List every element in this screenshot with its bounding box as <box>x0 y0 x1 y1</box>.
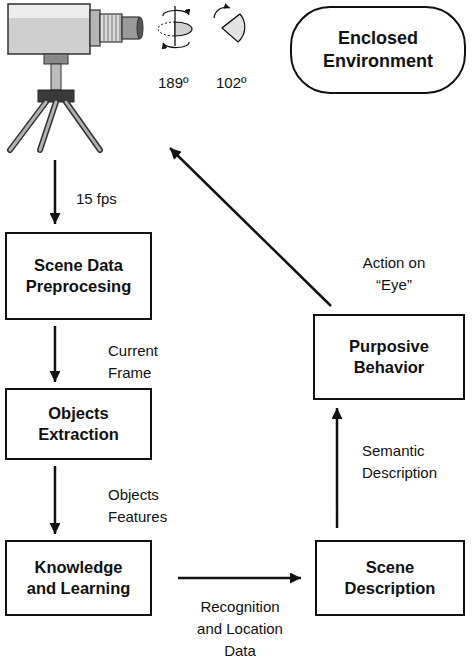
process-box: Objects Extraction <box>5 388 152 460</box>
node-text: Purposive Behavior <box>333 336 445 378</box>
camera-body <box>8 4 90 54</box>
node-text: Scene Description <box>335 557 445 599</box>
node-text: Objects Extraction <box>25 403 132 445</box>
tripod-legs <box>10 102 100 150</box>
tripod-head <box>44 54 68 64</box>
lens-mount <box>90 10 100 46</box>
tilt-sector <box>222 14 245 42</box>
annotation-label: Action on “Eye” <box>352 252 436 296</box>
process-box: Scene Description <box>315 540 465 616</box>
node-text: Knowledge and Learning <box>25 557 132 599</box>
environment-box: Enclosed Environment <box>290 6 466 94</box>
annotation-label: 102º <box>216 72 266 94</box>
connector-label: Objects Features <box>108 484 182 528</box>
connector-label: Semantic Description <box>362 440 462 484</box>
camera-action-arrow <box>170 148 331 306</box>
tripod-column <box>51 64 61 90</box>
camera-illustration <box>8 4 143 150</box>
annotation-label: 189º <box>158 72 208 94</box>
lens-ring <box>100 14 122 42</box>
connector-label: Current Frame <box>108 340 178 384</box>
annotation-label: 15 fps <box>76 188 146 210</box>
process-box: Scene Data Preprocesing <box>5 232 152 320</box>
flow-arrow <box>54 326 57 382</box>
camera-output-arrow <box>54 160 57 224</box>
flow-arrow <box>54 466 57 534</box>
pan-arrow-bottom <box>163 42 189 48</box>
flow-arrow <box>336 408 339 528</box>
connector-label: Recognition and Location Data <box>188 596 292 660</box>
process-box: Knowledge and Learning <box>5 540 152 616</box>
flow-arrow <box>178 577 301 580</box>
node-text: Enclosed Environment <box>310 27 446 73</box>
pan-arrow-top <box>163 10 189 16</box>
lens-barrel <box>122 17 139 39</box>
pan-sector-back <box>158 22 175 36</box>
tilt-arrow <box>214 7 230 18</box>
process-box: Purposive Behavior <box>313 314 465 400</box>
camera-highlight <box>9 5 89 18</box>
node-text: Scene Data Preprocesing <box>25 255 132 297</box>
pan-angle-icon <box>158 6 192 48</box>
lens-front <box>137 17 143 39</box>
tripod-legs-outline <box>10 102 100 150</box>
lens-ribs <box>104 14 120 42</box>
pan-sector <box>175 22 192 36</box>
tilt-angle-icon <box>214 7 245 42</box>
